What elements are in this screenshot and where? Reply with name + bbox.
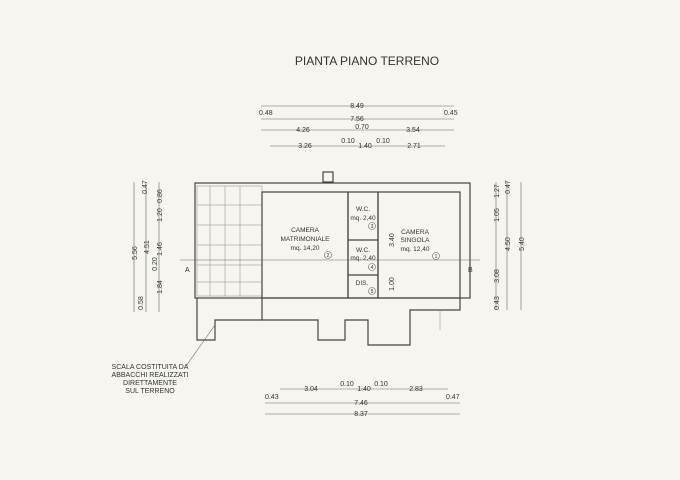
svg-text:mq. 14,20: mq. 14,20 [291,245,320,252]
svg-text:mq. 2,40: mq. 2,40 [350,255,376,262]
svg-text:7.46: 7.46 [354,400,368,407]
dim-top-r4-3: 0.10 [376,138,390,145]
svg-text:1.40: 1.40 [357,386,371,393]
svg-text:mq. 2,40: mq. 2,40 [350,215,376,222]
dim-inner-1: 1.00 [389,277,396,291]
room-disimpegno: DIS. 5 [356,280,376,295]
svg-text:3: 3 [371,224,374,230]
dim-inner-0: 3.40 [389,233,396,247]
top-dimensions: 8.49 0.48 0.45 7.56 4.26 0.70 3.54 3.26 … [259,103,458,150]
room-camera-matrimoniale: CAMERA MATRIMONIALE mq. 14,20 2 [281,227,332,259]
dim-top-r4-0: 3.26 [298,143,312,150]
svg-text:SINGOLA: SINGOLA [401,237,431,244]
svg-text:5.56: 5.56 [132,246,139,260]
svg-text:0.86: 0.86 [157,189,164,203]
room-wc-1: W.C. mq. 2,40 3 [350,206,376,230]
svg-text:0.58: 0.58 [138,296,145,310]
left-dimensions: 5.56 0.47 4.51 0.58 0.86 1.20 1.46 0.20 … [132,180,164,312]
dim-top-r4-4: 2.71 [407,143,421,150]
svg-text:SUL TERRENO: SUL TERRENO [125,388,175,395]
svg-text:W.C.: W.C. [356,247,370,254]
svg-text:0.47: 0.47 [505,180,512,194]
svg-text:2: 2 [327,253,330,259]
svg-text:SCALA COSTITUITA DA: SCALA COSTITUITA DA [112,364,189,371]
dim-top-left: 0.48 [259,110,273,117]
svg-text:2.83: 2.83 [409,386,423,393]
svg-text:4: 4 [371,265,374,271]
svg-text:CAMERA: CAMERA [401,229,429,236]
svg-text:5.40: 5.40 [519,237,526,251]
svg-text:0.47: 0.47 [142,180,149,194]
bottom-dimensions: 3.04 0.10 1.40 0.10 2.83 0.43 0.47 7.46 … [265,381,460,418]
svg-text:CAMERA: CAMERA [291,227,319,234]
dim-top-right: 0.45 [444,110,458,117]
svg-text:0.20: 0.20 [152,257,159,271]
svg-text:W.C.: W.C. [356,206,370,213]
svg-text:0.43: 0.43 [494,296,501,310]
svg-text:4.51: 4.51 [144,240,151,254]
svg-text:1.20: 1.20 [157,208,164,222]
svg-text:5: 5 [371,289,374,295]
dim-top-r3-0: 4.26 [296,127,310,134]
svg-text:DIS.: DIS. [356,280,369,287]
dim-top-r3-1: 0.70 [355,124,369,131]
svg-text:0.47: 0.47 [446,394,460,401]
svg-text:MATRIMONIALE: MATRIMONIALE [281,236,331,243]
dim-top-r4-2: 1.40 [358,143,372,150]
svg-text:3.08: 3.08 [494,269,501,283]
dim-top-r4-1: 0.10 [341,138,355,145]
svg-text:1: 1 [435,254,438,260]
room-wc-2: W.C. mq. 2,40 4 [350,247,376,271]
svg-text:1.27: 1.27 [494,184,501,198]
svg-text:0.43: 0.43 [265,394,279,401]
svg-text:1.84: 1.84 [157,280,164,294]
svg-text:mq. 12,40: mq. 12,40 [401,246,430,253]
right-dimensions: 1.27 1.05 3.08 0.47 4.50 0.43 5.40 [494,180,526,310]
svg-text:4.50: 4.50 [505,237,512,251]
svg-text:ABBACCHI REALIZZATI: ABBACCHI REALIZZATI [112,372,189,379]
svg-text:0.10: 0.10 [340,381,354,388]
section-mark-b: B [468,267,473,274]
dim-top-total: 8.49 [350,103,364,110]
dim-top-r3-2: 3.54 [406,127,420,134]
building-outline [180,171,480,346]
plan-title: PIANTA PIANO TERRENO [295,54,439,68]
svg-text:8.37: 8.37 [354,411,368,418]
section-mark-a: A [185,267,190,274]
svg-text:1.46: 1.46 [157,242,164,256]
svg-text:3.04: 3.04 [304,386,318,393]
svg-text:0.10: 0.10 [374,381,388,388]
room-camera-singola: CAMERA SINGOLA mq. 12,40 1 [401,229,440,260]
svg-text:1.05: 1.05 [494,208,501,222]
dim-top-inner: 7.56 [350,116,364,123]
svg-text:DIRETTAMENTE: DIRETTAMENTE [123,380,177,387]
stair-note: SCALA COSTITUITA DA ABBACCHI REALIZZATI … [112,324,216,395]
